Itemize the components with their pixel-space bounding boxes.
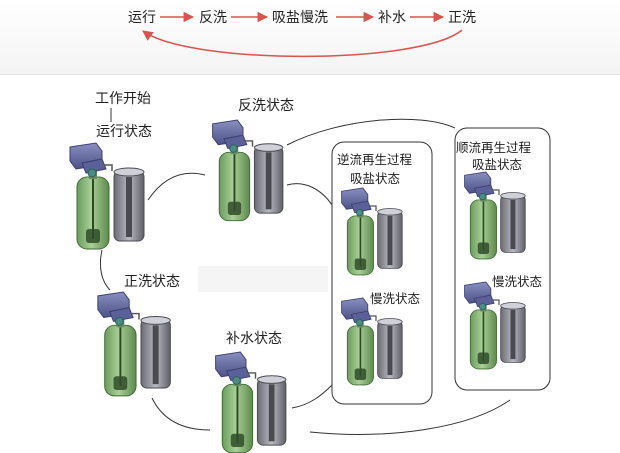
counterflow-group-label: 逆流再生过程 — [337, 152, 413, 167]
brine-well — [387, 215, 393, 266]
backwash-unit — [212, 119, 284, 222]
valve-fitting — [355, 318, 364, 327]
connector-refill-counterflow — [291, 384, 333, 409]
valve-fitting — [355, 208, 364, 217]
valve-body — [226, 366, 251, 382]
connector-backwash-counterflow — [286, 183, 333, 206]
distributor — [477, 352, 490, 364]
valve-body — [108, 307, 134, 322]
brine-line — [131, 312, 140, 320]
brine-line — [369, 315, 377, 321]
distributor — [113, 376, 128, 390]
valve-body — [81, 158, 107, 174]
valve-body — [350, 200, 372, 214]
valve-fitting — [87, 168, 97, 178]
coflow-slow-rinse-unit — [464, 281, 526, 370]
refill-state-label: 补水状态 — [226, 331, 282, 347]
brine-line — [492, 189, 500, 195]
start-label: 工作开始 — [95, 91, 151, 107]
brine-well — [387, 325, 393, 376]
coflow-brine-label: 吸盐状态 — [472, 157, 522, 172]
coflow-brine-unit — [464, 171, 526, 260]
flow-header-band — [0, 0, 620, 75]
counterflow-brine-unit — [341, 187, 403, 276]
brine-well — [268, 384, 275, 442]
counterflow-group-frame — [331, 141, 433, 405]
valve-body — [223, 134, 248, 150]
refill-unit — [215, 351, 287, 453]
brine-tank-lid — [256, 375, 287, 384]
flow-step-rinse: 正洗 — [448, 10, 476, 26]
brine-tank-lid — [377, 208, 403, 216]
distributor — [86, 229, 100, 243]
coflow-slow-rinse-label: 慢洗状态 — [492, 274, 542, 289]
valve-fitting — [232, 376, 241, 385]
brine-tank-lid — [377, 318, 403, 326]
valve-body — [473, 184, 495, 198]
blurred-watermark — [198, 266, 328, 292]
distributor — [477, 242, 490, 254]
rinse-state-label: 正洗状态 — [124, 274, 180, 290]
brine-well — [152, 325, 159, 385]
brine-tank-lid — [500, 192, 526, 200]
connector-refill-coflow — [309, 399, 511, 435]
counterflow-brine-label: 吸盐状态 — [350, 171, 400, 186]
distributor — [354, 368, 367, 380]
backwash-state-label: 反洗状态 — [238, 98, 294, 114]
connector-rinse-refill — [151, 397, 211, 431]
brine-tank-lid — [253, 143, 284, 152]
flow-step-brine-slow-rinse: 吸盐慢洗 — [272, 9, 328, 26]
process-flow: 运行 反洗 吸盐慢洗 补水 正洗 — [128, 9, 476, 58]
brine-tank-lid — [140, 316, 171, 325]
flow-step-running: 运行 — [128, 10, 156, 26]
distributor — [354, 258, 367, 270]
brine-line — [369, 205, 377, 211]
brine-line — [104, 164, 113, 171]
valve-fitting — [478, 192, 487, 201]
brine-line — [244, 140, 254, 147]
brine-well — [265, 152, 272, 210]
brine-line — [247, 372, 257, 379]
distributor — [230, 433, 245, 447]
brine-line — [492, 299, 500, 305]
brine-well — [510, 309, 516, 360]
running-state-label: 运行状态 — [96, 124, 152, 140]
valve-body — [350, 310, 372, 324]
coflow-group-frame — [454, 127, 551, 391]
connector-backwash-coflow — [286, 118, 456, 146]
connector-running-backwash — [147, 172, 206, 201]
coflow-group-label: 顺流再生过程 — [456, 140, 532, 155]
state-connectors — [99, 118, 511, 435]
valve-fitting — [114, 316, 124, 326]
valve-fitting — [478, 302, 487, 311]
brine-well — [510, 199, 516, 250]
counterflow-slow-rinse-label: 慢洗状态 — [370, 291, 420, 306]
valve-body — [473, 294, 495, 308]
valve-fitting — [229, 144, 238, 153]
connector-running-rinse — [99, 249, 111, 291]
brine-tank-lid — [500, 302, 526, 310]
flow-return-arrow — [142, 29, 463, 58]
counterflow-slow-rinse-unit — [341, 297, 403, 386]
brine-well — [126, 177, 132, 237]
brine-tank-lid — [113, 167, 145, 177]
flow-step-backwash: 反洗 — [199, 10, 227, 26]
running-unit — [69, 142, 145, 250]
rinse-unit — [97, 291, 171, 397]
distributor — [227, 201, 242, 215]
flow-step-refill: 补水 — [378, 10, 406, 26]
